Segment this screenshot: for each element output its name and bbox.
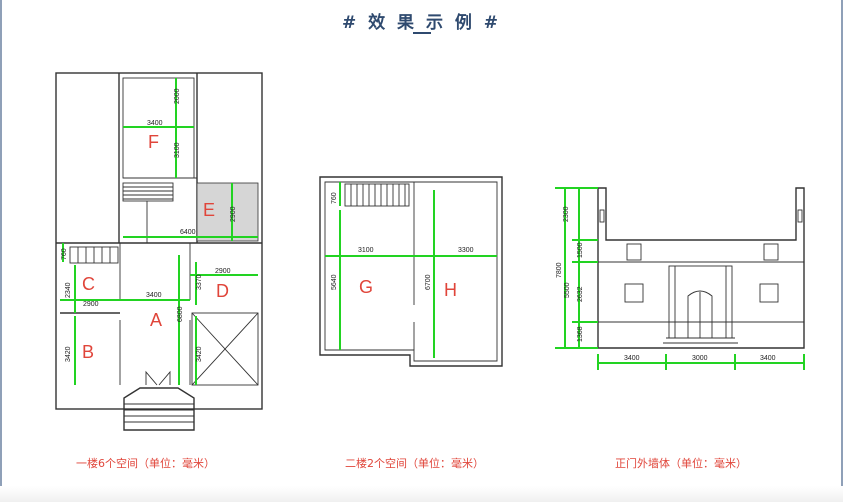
- room-a-label: A: [150, 310, 162, 330]
- dim-fa-5500: 5500: [564, 282, 571, 298]
- dim-fa-3400-right: 3400: [760, 355, 776, 362]
- floor2-plan: G H 760 3100 3300 5640 6700 二楼2个空间（单位：毫米…: [319, 176, 503, 470]
- floor1-stairs-left: [69, 246, 119, 264]
- room-c-label: C: [82, 274, 95, 294]
- dim-3420-r: 3420: [196, 346, 203, 362]
- room-g-label: G: [359, 277, 373, 297]
- dim-3400-mid: 3400: [146, 292, 162, 299]
- dim-fa-2632: 2632: [577, 286, 584, 302]
- room-h-label: H: [444, 280, 457, 300]
- dim-6800: 6800: [177, 306, 184, 322]
- dim-3420-b: 3420: [65, 346, 72, 362]
- dim-fa-1500: 1500: [577, 242, 584, 258]
- dim-3400-top: 3400: [147, 120, 163, 127]
- facade-elevation: 2300 7800 1500 5500 2632 1368 3400 3000 …: [555, 187, 805, 470]
- header: # 效 果 示 例 #: [0, 0, 843, 38]
- room-d-label: D: [216, 281, 229, 301]
- front-door: [145, 370, 171, 386]
- dim-f2-760: 760: [331, 192, 338, 204]
- dim-2900-e: 2900: [230, 206, 237, 222]
- dim-2000: 2000: [174, 88, 181, 104]
- facade-window-upper-left: [626, 243, 642, 261]
- bottom-fade: [0, 486, 843, 502]
- room-e-label: E: [203, 200, 215, 220]
- dim-fa-2300: 2300: [563, 206, 570, 222]
- facade-window-lower-left: [624, 283, 644, 303]
- facade-window-lower-right: [759, 283, 779, 303]
- facade-caption: 正门外墙体（单位：毫米）: [615, 456, 747, 470]
- dim-f2-3300: 3300: [458, 247, 474, 254]
- entry-steps: [123, 387, 195, 431]
- dim-760: 760: [61, 248, 68, 260]
- dim-3100: 3100: [174, 142, 181, 158]
- dim-fa-3400-left: 3400: [624, 355, 640, 362]
- dim-3370: 3370: [196, 274, 203, 290]
- floor1-plan: F E C D A B 2000 3400 3100 6400 2900 760…: [55, 72, 263, 470]
- dim-fa-1368: 1368: [577, 326, 584, 342]
- dim-2900-d: 2900: [215, 268, 231, 275]
- floor2-outline: [319, 176, 503, 367]
- title-underline: [413, 32, 431, 34]
- floor2-stairs: [344, 183, 410, 207]
- facade-window-upper-right: [763, 243, 779, 261]
- dim-2340: 2340: [65, 282, 72, 298]
- room-f-label: F: [148, 132, 159, 152]
- dim-fa-3000: 3000: [692, 355, 708, 362]
- floor1-outline: [55, 72, 263, 410]
- floor1-stairs-top: [122, 182, 174, 202]
- dim-fa-7800: 7800: [556, 262, 563, 278]
- page-title: # 效 果 示 例 #: [341, 13, 502, 33]
- room-b-label: B: [82, 342, 94, 362]
- facade-entrance: [668, 265, 733, 339]
- floor2-caption: 二楼2个空间（单位：毫米）: [345, 456, 484, 470]
- dim-6400: 6400: [180, 229, 196, 236]
- room-e-area: [196, 182, 259, 242]
- facade-outline: [597, 187, 805, 349]
- dim-2900-c: 2900: [83, 301, 99, 308]
- dim-f2-6700: 6700: [425, 274, 432, 290]
- dim-f2-3100: 3100: [358, 247, 374, 254]
- dim-f2-5640: 5640: [331, 274, 338, 290]
- floor1-caption: 一楼6个空间（单位：毫米）: [76, 456, 215, 470]
- facade-arch-door: [687, 290, 713, 338]
